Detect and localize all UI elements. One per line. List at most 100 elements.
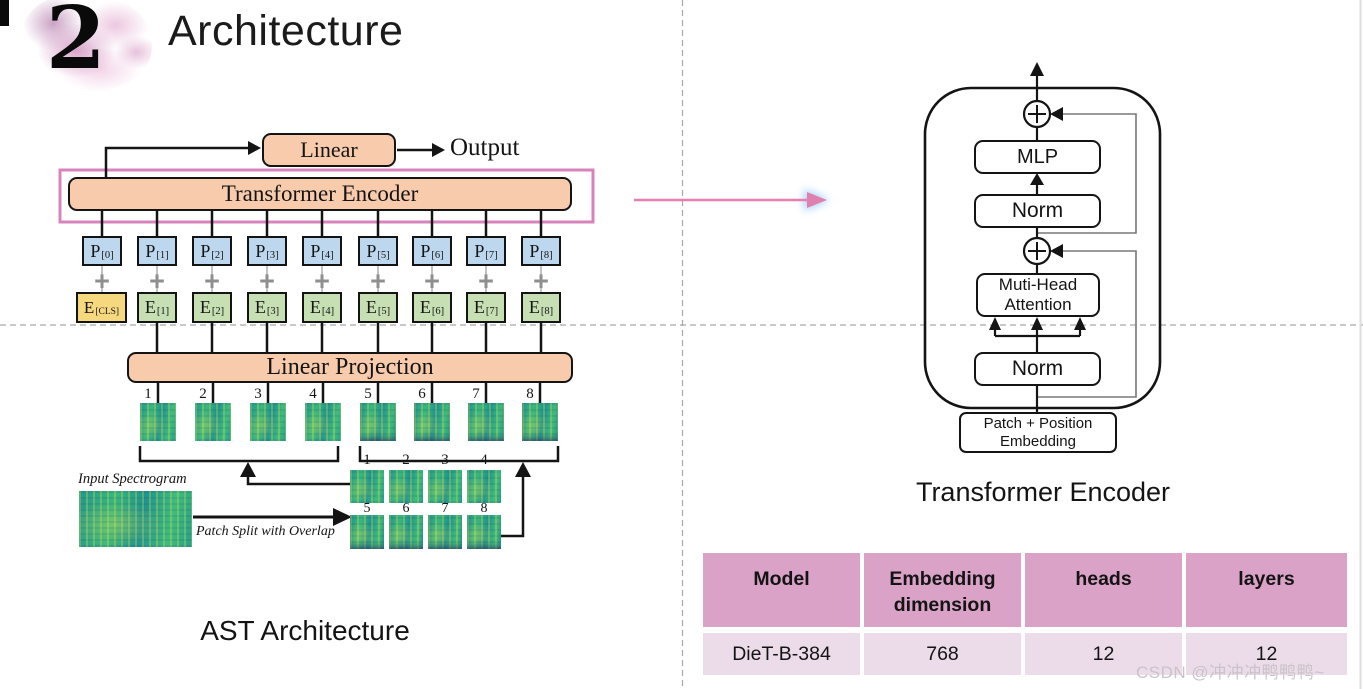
patch-split-label: Patch Split with Overlap	[196, 524, 335, 539]
table-header-layers: layers	[1186, 553, 1347, 627]
grid-number: 2	[402, 452, 410, 468]
p-token-2: P[2]	[192, 236, 232, 266]
spectrogram-patch	[414, 403, 450, 441]
e-token-cls: E[CLS]	[76, 292, 127, 323]
grid-patch	[350, 515, 384, 549]
grid-patch	[467, 470, 501, 503]
multi-head-attention-box: Muti-Head Attention	[976, 273, 1100, 317]
glow-arrow	[632, 189, 830, 211]
linear-box: Linear	[262, 133, 396, 167]
p-token-8: P[8]	[521, 236, 561, 266]
plus-sign: +	[94, 266, 110, 296]
e-token-2: E[2]	[192, 292, 232, 323]
grid-number: 5	[363, 501, 371, 516]
plus-sign: +	[370, 266, 386, 296]
grid-number: 8	[480, 501, 488, 516]
patch-position-embedding-box: Patch + Position Embedding	[959, 412, 1117, 453]
residual-add-icons	[1022, 99, 1052, 266]
plus-sign: +	[478, 266, 494, 296]
grid-number: 3	[441, 452, 449, 468]
e-token-4: E[4]	[302, 292, 342, 323]
table-cell-embedding-dimension: 768	[864, 633, 1021, 675]
spectrogram-patch	[305, 403, 341, 441]
e-token-5: E[5]	[358, 292, 398, 323]
spectrogram-patch	[250, 403, 286, 441]
spectrogram-patch	[195, 403, 231, 441]
p-token-6: P[6]	[412, 236, 452, 266]
spectrogram-patch	[140, 403, 176, 441]
section-number: 2	[46, 0, 106, 89]
patch-number: 5	[364, 386, 372, 402]
watercolor-splash	[22, 0, 152, 91]
grid-number: 1	[363, 452, 371, 468]
plus-sign: +	[259, 266, 275, 296]
table-header-embedding-dimension: Embedding dimension	[864, 553, 1021, 627]
plus-sign: +	[149, 266, 165, 296]
residual-lines	[1037, 113, 1137, 398]
p-token-7: P[7]	[466, 236, 506, 266]
embedding-label-line1: Patch + Position	[983, 415, 1093, 433]
plus-sign: +	[533, 266, 549, 296]
grid-patch	[428, 515, 462, 549]
patch-number: 7	[472, 386, 480, 402]
plus-stub-lines	[101, 266, 542, 292]
e-token-1: E[1]	[137, 292, 177, 323]
table-cell-heads: 12	[1025, 633, 1182, 675]
linear-projection-box: Linear Projection	[127, 352, 573, 383]
patch-number: 1	[144, 386, 152, 402]
e-token-8: E[8]	[521, 292, 561, 323]
screen-edge-artifact	[0, 0, 9, 26]
e-token-6: E[6]	[412, 292, 452, 323]
spectrogram-patch	[522, 403, 558, 441]
grid-number: 7	[441, 501, 449, 516]
spectrogram-patch	[360, 403, 396, 441]
transformer-encoder-caption: Transformer Encoder	[915, 477, 1171, 507]
norm-top-box: Norm	[974, 194, 1101, 228]
attention-label-line1: Muti-Head	[998, 275, 1078, 295]
grid-number: 6	[402, 501, 410, 516]
left-diagram-lines	[100, 146, 560, 538]
e-token-7: E[7]	[466, 292, 506, 323]
p-token-3: P[3]	[247, 236, 287, 266]
patch-number: 3	[254, 386, 262, 402]
mlp-box: MLP	[974, 140, 1101, 174]
right-arrowheads	[989, 62, 1086, 330]
input-spectrogram-image	[79, 491, 192, 547]
grid-patch	[350, 470, 384, 503]
output-label: Output	[450, 134, 520, 161]
table-cell-layers: 12	[1186, 633, 1347, 675]
transformer-encoder-box: Transformer Encoder	[68, 177, 572, 211]
spectrogram-patch	[468, 403, 504, 441]
grid-patch	[428, 470, 462, 503]
patch-number: 4	[309, 386, 317, 402]
input-spectrogram-label: Input Spectrogram	[78, 471, 187, 487]
table-cell-model: DieT-B-384	[703, 633, 860, 675]
plus-sign: +	[204, 266, 220, 296]
page-title: Architecture	[168, 7, 404, 55]
e-token-3: E[3]	[247, 292, 287, 323]
plus-sign: +	[314, 266, 330, 296]
attention-label-line2: Attention	[1004, 295, 1072, 314]
patch-number: 8	[526, 386, 534, 402]
grid-patch	[389, 470, 423, 503]
p-token-1: P[1]	[137, 236, 177, 266]
model-spec-table: Model Embedding dimension heads layers D…	[703, 553, 1347, 675]
grid-number: 4	[480, 452, 488, 468]
watermark: CSDN @冲冲冲鸭鸭鸭~	[1136, 663, 1325, 682]
left-arrowheads	[240, 141, 531, 526]
p-token-5: P[5]	[358, 236, 398, 266]
table-header-heads: heads	[1025, 553, 1182, 627]
encoder-container	[923, 86, 1162, 410]
patch-number: 6	[418, 386, 426, 402]
highlight-rect	[58, 168, 595, 224]
table-header-model: Model	[703, 553, 860, 627]
p-token-4: P[4]	[302, 236, 342, 266]
norm-bottom-box: Norm	[974, 352, 1101, 386]
patch-number: 2	[199, 386, 207, 402]
grid-patch	[389, 515, 423, 549]
ast-architecture-caption: AST Architecture	[200, 615, 410, 646]
p-token-0: P[0]	[82, 236, 122, 266]
plus-sign: +	[424, 266, 440, 296]
